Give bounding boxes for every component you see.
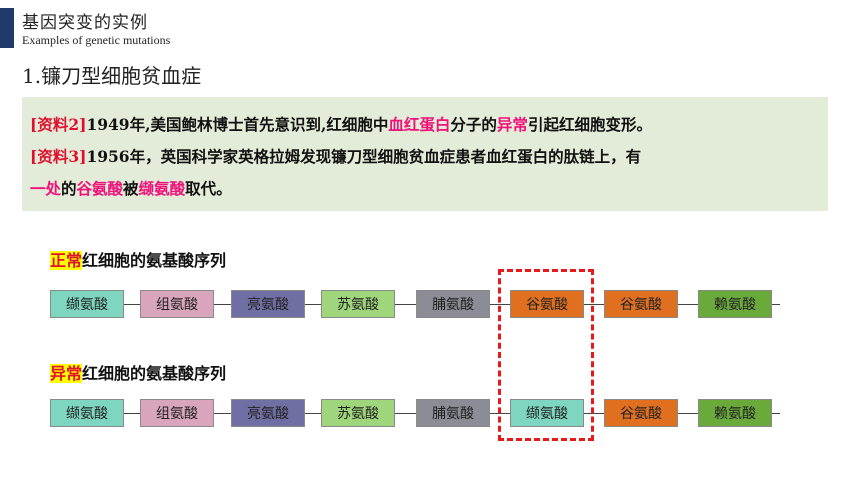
abnormal-prefix: 异常 — [50, 364, 83, 383]
normal-label-text: 红细胞的氨基酸序列 — [82, 251, 227, 270]
material-2-tag: [资料2] — [30, 115, 87, 134]
material-box: [资料2]1949年,美国鲍林博士首先意识到,红细胞中血红蛋白分子的异常引起红细… — [22, 97, 828, 211]
normal-sequence-label: 正常红细胞的氨基酸序列 — [50, 247, 226, 271]
accent-bar — [0, 8, 14, 48]
abnormal-label-text: 红细胞的氨基酸序列 — [82, 364, 227, 383]
abnormal-amino-acid-6: 缬氨酸 — [510, 399, 584, 427]
material-3-tag: [资料3] — [30, 147, 87, 166]
chain-tail — [772, 413, 780, 414]
material-3-cont: 一处的谷氨酸被缬氨酸取代。 — [30, 173, 820, 205]
normal-peptide-bond — [124, 304, 140, 305]
normal-amino-acid-7: 谷氨酸 — [604, 290, 678, 318]
normal-amino-acid-8: 赖氨酸 — [698, 290, 772, 318]
chain-tail — [772, 304, 780, 305]
page-title: 基因突变的实例 — [22, 13, 148, 33]
mutation-highlight-box — [498, 269, 594, 441]
highlight-glutamate: 谷氨酸 — [76, 179, 124, 198]
normal-amino-acid-3: 亮氨酸 — [231, 290, 305, 318]
abnormal-amino-acid-4: 苏氨酸 — [321, 399, 395, 427]
normal-amino-acid-4: 苏氨酸 — [321, 290, 395, 318]
highlight-abnormal: 异常 — [496, 115, 528, 134]
material-2-text: 引起红细胞变形。 — [527, 115, 652, 134]
abnormal-amino-acid-2: 组氨酸 — [140, 399, 214, 427]
abnormal-amino-acid-3: 亮氨酸 — [231, 399, 305, 427]
normal-peptide-bond — [395, 304, 416, 305]
normal-amino-acid-1: 缬氨酸 — [50, 290, 124, 318]
abnormal-amino-acid-1: 缬氨酸 — [50, 399, 124, 427]
material-3-text: 被 — [123, 179, 139, 198]
normal-peptide-bond — [214, 304, 231, 305]
abnormal-amino-acid-7: 谷氨酸 — [604, 399, 678, 427]
abnormal-peptide-bond — [395, 413, 416, 414]
normal-amino-acid-2: 组氨酸 — [140, 290, 214, 318]
highlight-valine: 缬氨酸 — [138, 179, 186, 198]
abnormal-amino-acid-5: 脯氨酸 — [416, 399, 490, 427]
normal-prefix: 正常 — [50, 251, 83, 270]
normal-amino-acid-5: 脯氨酸 — [416, 290, 490, 318]
normal-amino-acid-6: 谷氨酸 — [510, 290, 584, 318]
abnormal-peptide-bond — [124, 413, 140, 414]
abnormal-peptide-bond — [305, 413, 321, 414]
material-3-text: 取代。 — [185, 179, 232, 198]
material-2-text: 1949年,美国鲍林博士首先意识到,红细胞中 — [86, 115, 389, 134]
normal-peptide-bond — [305, 304, 321, 305]
abnormal-peptide-bond — [584, 413, 604, 414]
highlight-one-place: 一处 — [30, 179, 62, 198]
normal-peptide-bond — [678, 304, 698, 305]
abnormal-amino-acid-8: 赖氨酸 — [698, 399, 772, 427]
highlight-hemoglobin: 血红蛋白 — [388, 115, 451, 134]
material-3: [资料3]1956年，英国科学家英格拉姆发现镰刀型细胞贫血症患者血红蛋白的肽链上… — [30, 141, 820, 173]
material-3-text: 1956年，英国科学家英格拉姆发现镰刀型细胞贫血症患者血红蛋白的肽链上，有 — [86, 147, 642, 166]
abnormal-peptide-bond — [214, 413, 231, 414]
abnormal-peptide-bond — [678, 413, 698, 414]
material-2: [资料2]1949年,美国鲍林博士首先意识到,红细胞中血红蛋白分子的异常引起红细… — [30, 109, 820, 141]
page-subtitle: Examples of genetic mutations — [22, 33, 171, 47]
normal-peptide-bond — [584, 304, 604, 305]
material-3-text: 的 — [61, 179, 77, 198]
material-2-text: 分子的 — [450, 115, 497, 134]
section-heading: 1.镰刀型细胞贫血症 — [22, 64, 202, 88]
abnormal-sequence-label: 异常红细胞的氨基酸序列 — [50, 360, 226, 384]
